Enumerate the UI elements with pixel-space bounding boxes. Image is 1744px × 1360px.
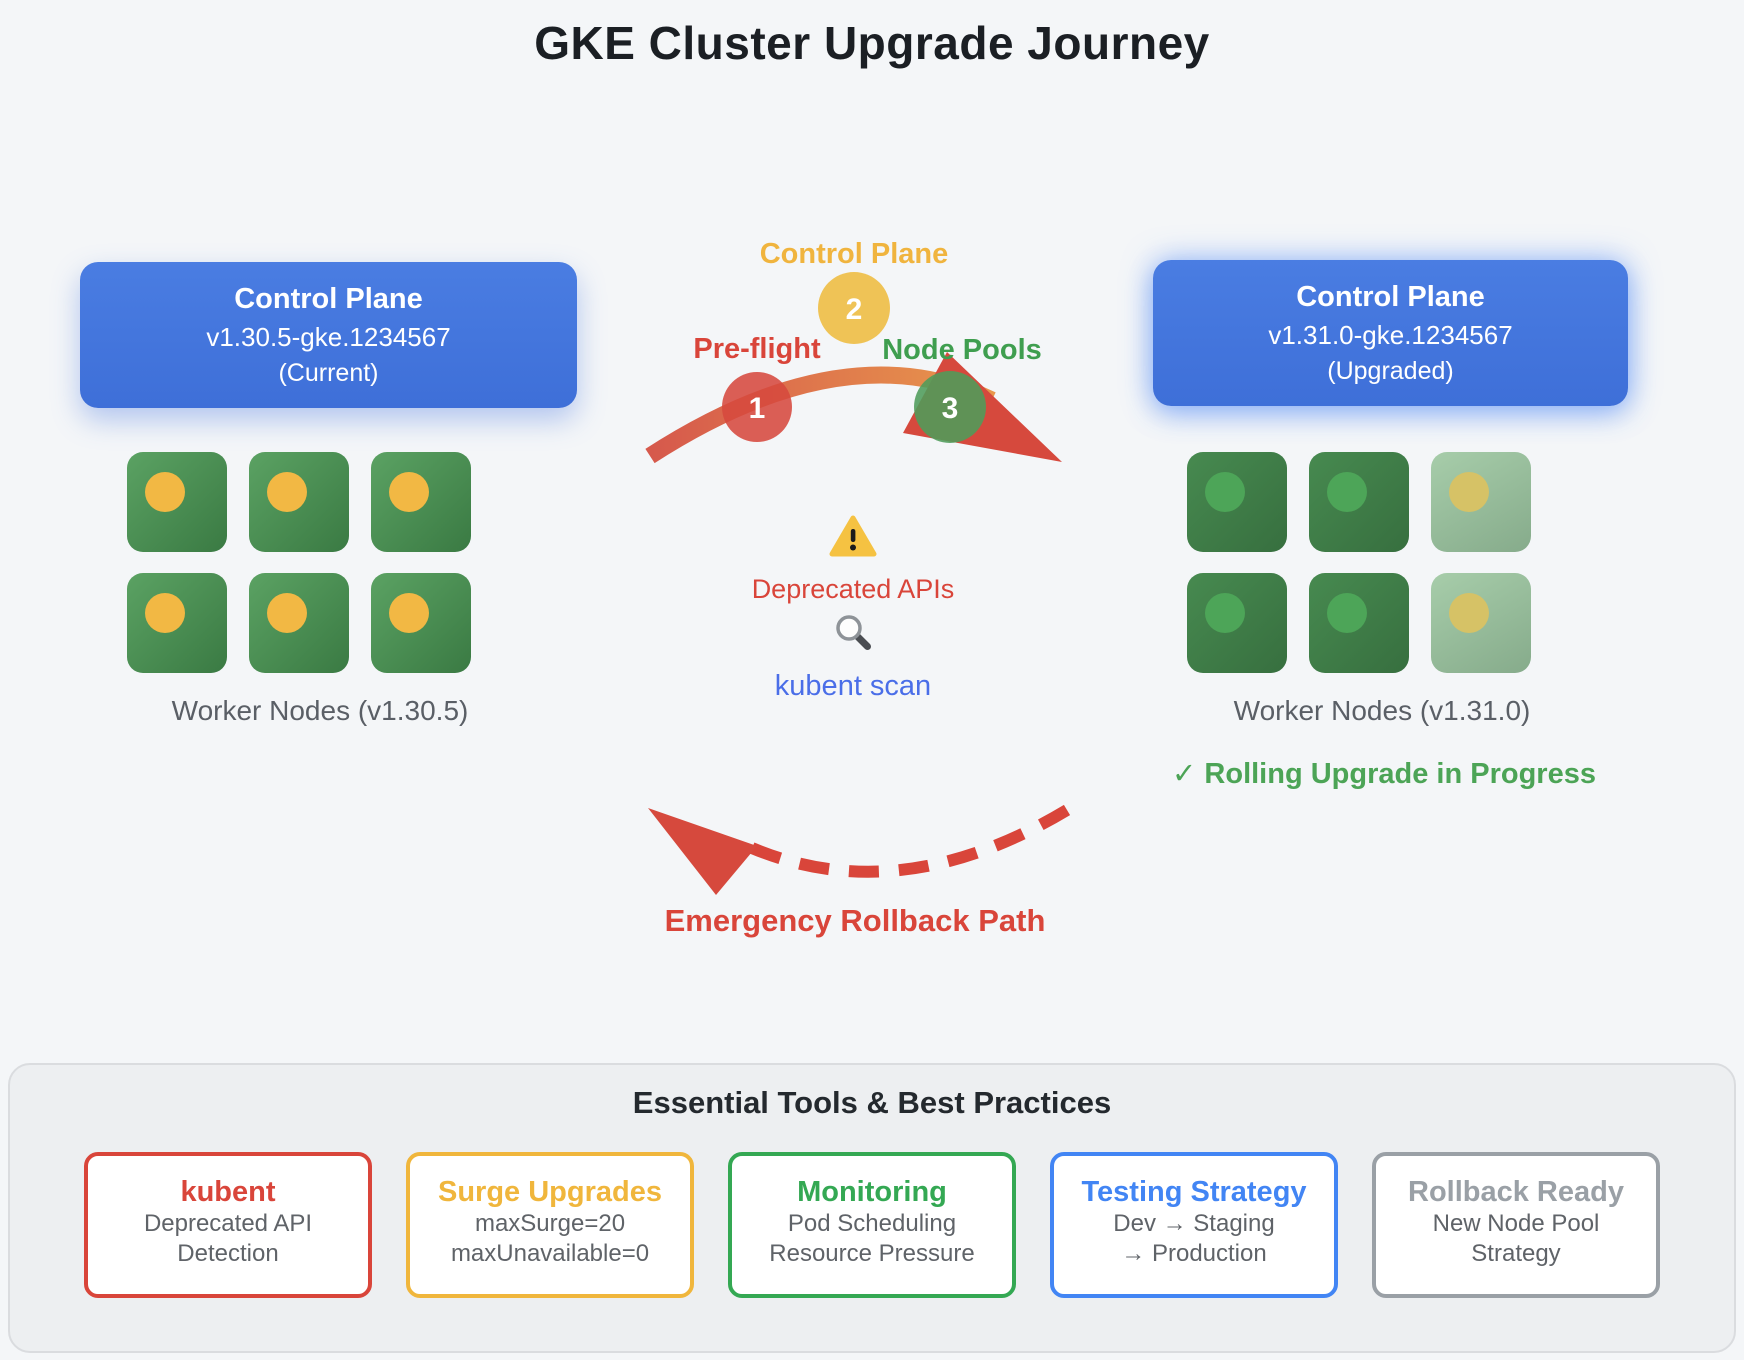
node-status-dot <box>267 593 307 633</box>
tool-card-title: Rollback Ready <box>1408 1176 1624 1208</box>
step-label-preflight: Pre-flight <box>693 333 821 365</box>
magnifier-icon <box>836 615 871 650</box>
worker-node-pending <box>1431 573 1531 673</box>
tool-card-line: → Production <box>1121 1240 1267 1267</box>
kubent-scan-label: kubent scan <box>774 670 932 702</box>
emergency-rollback-label: Emergency Rollback Path <box>664 903 1046 938</box>
tool-card-monitoring: Monitoring Pod Scheduling Resource Press… <box>728 1152 1016 1298</box>
tool-card-line: maxSurge=20 <box>474 1210 626 1237</box>
tool-card-line: maxUnavailable=0 <box>450 1240 650 1267</box>
tool-card-line: Dev → Staging <box>1113 1210 1275 1237</box>
tool-card-line: Strategy <box>1471 1240 1561 1267</box>
control-plane-version: v1.30.5-gke.1234567 <box>206 321 451 352</box>
warning-icon <box>829 515 877 557</box>
tool-card-title: Testing Strategy <box>1081 1176 1307 1208</box>
tools-panel-title: Essential Tools & Best Practices <box>632 1085 1112 1120</box>
tool-card-rollback-ready: Rollback Ready New Node Pool Strategy <box>1372 1152 1660 1298</box>
control-plane-box-current: Control Plane v1.30.5-gke.1234567 (Curre… <box>80 262 577 408</box>
rolling-upgrade-status: ✓ Rolling Upgrade in Progress <box>1172 756 1596 791</box>
control-plane-version: v1.31.0-gke.1234567 <box>1268 319 1513 350</box>
step-label-node-pools: Node Pools <box>882 334 1042 366</box>
step-number-3: 3 <box>942 392 959 425</box>
check-icon: ✓ <box>1172 758 1197 790</box>
worker-node-current <box>249 452 349 552</box>
worker-node-upgraded <box>1309 452 1409 552</box>
page-title: GKE Cluster Upgrade Journey <box>534 17 1210 69</box>
tool-card-line: Pod Scheduling <box>787 1210 957 1237</box>
node-status-dot <box>389 472 429 512</box>
control-plane-title: Control Plane <box>234 282 423 315</box>
node-status-dot <box>1327 472 1367 512</box>
worker-node-current <box>371 452 471 552</box>
step-number-2: 2 <box>846 293 863 326</box>
node-status-dot <box>1327 593 1367 633</box>
node-status-dot <box>1449 472 1489 512</box>
step-label-control-plane: Control Plane <box>759 238 949 270</box>
worker-node-current <box>249 573 349 673</box>
tool-card-line: Resource Pressure <box>769 1240 975 1267</box>
tool-card-line: Detection <box>177 1240 279 1267</box>
node-status-dot <box>267 472 307 512</box>
node-status-dot <box>1205 472 1245 512</box>
control-plane-state: (Current) <box>278 358 379 387</box>
tool-card-line: New Node Pool <box>1432 1210 1600 1237</box>
tool-card-line: Deprecated API <box>143 1210 313 1237</box>
worker-node-upgraded <box>1187 573 1287 673</box>
worker-node-current <box>371 573 471 673</box>
node-status-dot <box>1449 593 1489 633</box>
step-circle-node-pools <box>914 371 986 443</box>
deprecated-apis-label: Deprecated APIs <box>751 574 955 604</box>
rolling-upgrade-label: Rolling Upgrade in Progress <box>1204 758 1596 790</box>
control-plane-title: Control Plane <box>1296 280 1485 313</box>
control-plane-box-upgraded: Control Plane v1.31.0-gke.1234567 (Upgra… <box>1153 260 1628 406</box>
worker-node-pending <box>1431 452 1531 552</box>
worker-nodes-label-upgraded: Worker Nodes (v1.31.0) <box>1233 695 1531 726</box>
node-status-dot <box>389 593 429 633</box>
node-status-dot <box>145 472 185 512</box>
tool-card-surge-upgrades: Surge Upgrades maxSurge=20 maxUnavailabl… <box>406 1152 694 1298</box>
worker-node-grid-upgraded <box>1187 452 1531 673</box>
rollback-arrowhead-icon <box>648 808 757 895</box>
tools-panel: Essential Tools & Best Practices kubent … <box>8 1063 1736 1353</box>
tool-card-title: Surge Upgrades <box>438 1176 662 1208</box>
tool-card-testing-strategy: Testing Strategy Dev → Staging → Product… <box>1050 1152 1338 1298</box>
tool-card-title: Monitoring <box>797 1176 947 1208</box>
control-plane-state: (Upgraded) <box>1327 356 1454 385</box>
worker-node-grid-current <box>127 452 471 673</box>
tools-cards-row: kubent Deprecated API Detection Surge Up… <box>10 1152 1734 1298</box>
tool-card-title: kubent <box>180 1176 276 1208</box>
node-status-dot <box>145 593 185 633</box>
rollback-dashed-path <box>749 804 1071 878</box>
step-circle-control-plane <box>818 272 890 344</box>
step-number-1: 1 <box>749 392 766 425</box>
worker-node-current <box>127 452 227 552</box>
step-circle-preflight <box>722 372 792 442</box>
node-status-dot <box>1205 593 1245 633</box>
worker-nodes-label-current: Worker Nodes (v1.30.5) <box>171 695 469 726</box>
worker-node-upgraded <box>1187 452 1287 552</box>
worker-node-current <box>127 573 227 673</box>
worker-node-upgraded <box>1309 573 1409 673</box>
tool-card-kubent: kubent Deprecated API Detection <box>84 1152 372 1298</box>
